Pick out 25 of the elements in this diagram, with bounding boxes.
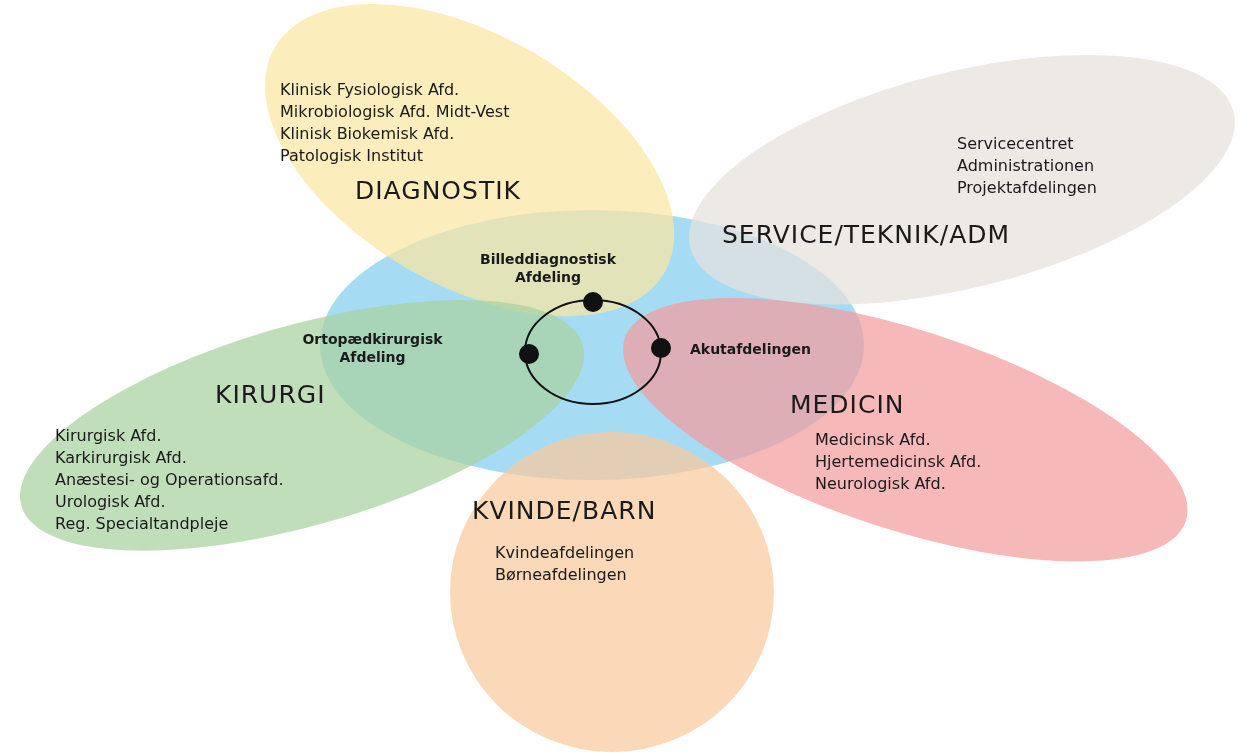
department-name: Kirurgisk Afd.: [55, 426, 162, 446]
department-name: Servicecentret: [957, 134, 1074, 154]
category-heading: DIAGNOSTIK: [355, 176, 521, 206]
category-heading: MEDICIN: [790, 390, 905, 420]
unit-label: Ortopædkirurgisk Afdeling: [301, 330, 444, 366]
department-name: Børneafdelingen: [495, 565, 627, 585]
department-name: Klinisk Fysiologisk Afd.: [280, 80, 460, 100]
department-name: Klinisk Biokemisk Afd.: [280, 124, 455, 144]
department-name: Medicinsk Afd.: [815, 430, 931, 450]
category-heading: KIRURGI: [215, 380, 326, 410]
department-name: Patologisk Institut: [280, 146, 423, 166]
unit-label: Billeddiagnostisk Afdeling: [479, 250, 617, 286]
category-heading: SERVICE/TEKNIK/ADM: [722, 220, 1011, 250]
department-name: Hjertemedicinsk Afd.: [815, 452, 982, 472]
department-name: Reg. Specialtandpleje: [55, 514, 229, 534]
department-name: Administrationen: [957, 156, 1095, 176]
department-name: Anæstesi- og Operationsafd.: [55, 470, 284, 490]
unit-label: Akutafdelingen: [690, 340, 812, 358]
category-heading: KVINDE/BARN: [472, 496, 657, 526]
department-name: Mikrobiologisk Afd. Midt-Vest: [280, 102, 510, 122]
department-name: Neurologisk Afd.: [815, 474, 946, 494]
department-name: Urologisk Afd.: [55, 492, 166, 512]
department-name: Karkirurgisk Afd.: [55, 448, 187, 468]
department-name: Projektafdelingen: [957, 178, 1097, 198]
department-name: Kvindeafdelingen: [495, 543, 635, 563]
